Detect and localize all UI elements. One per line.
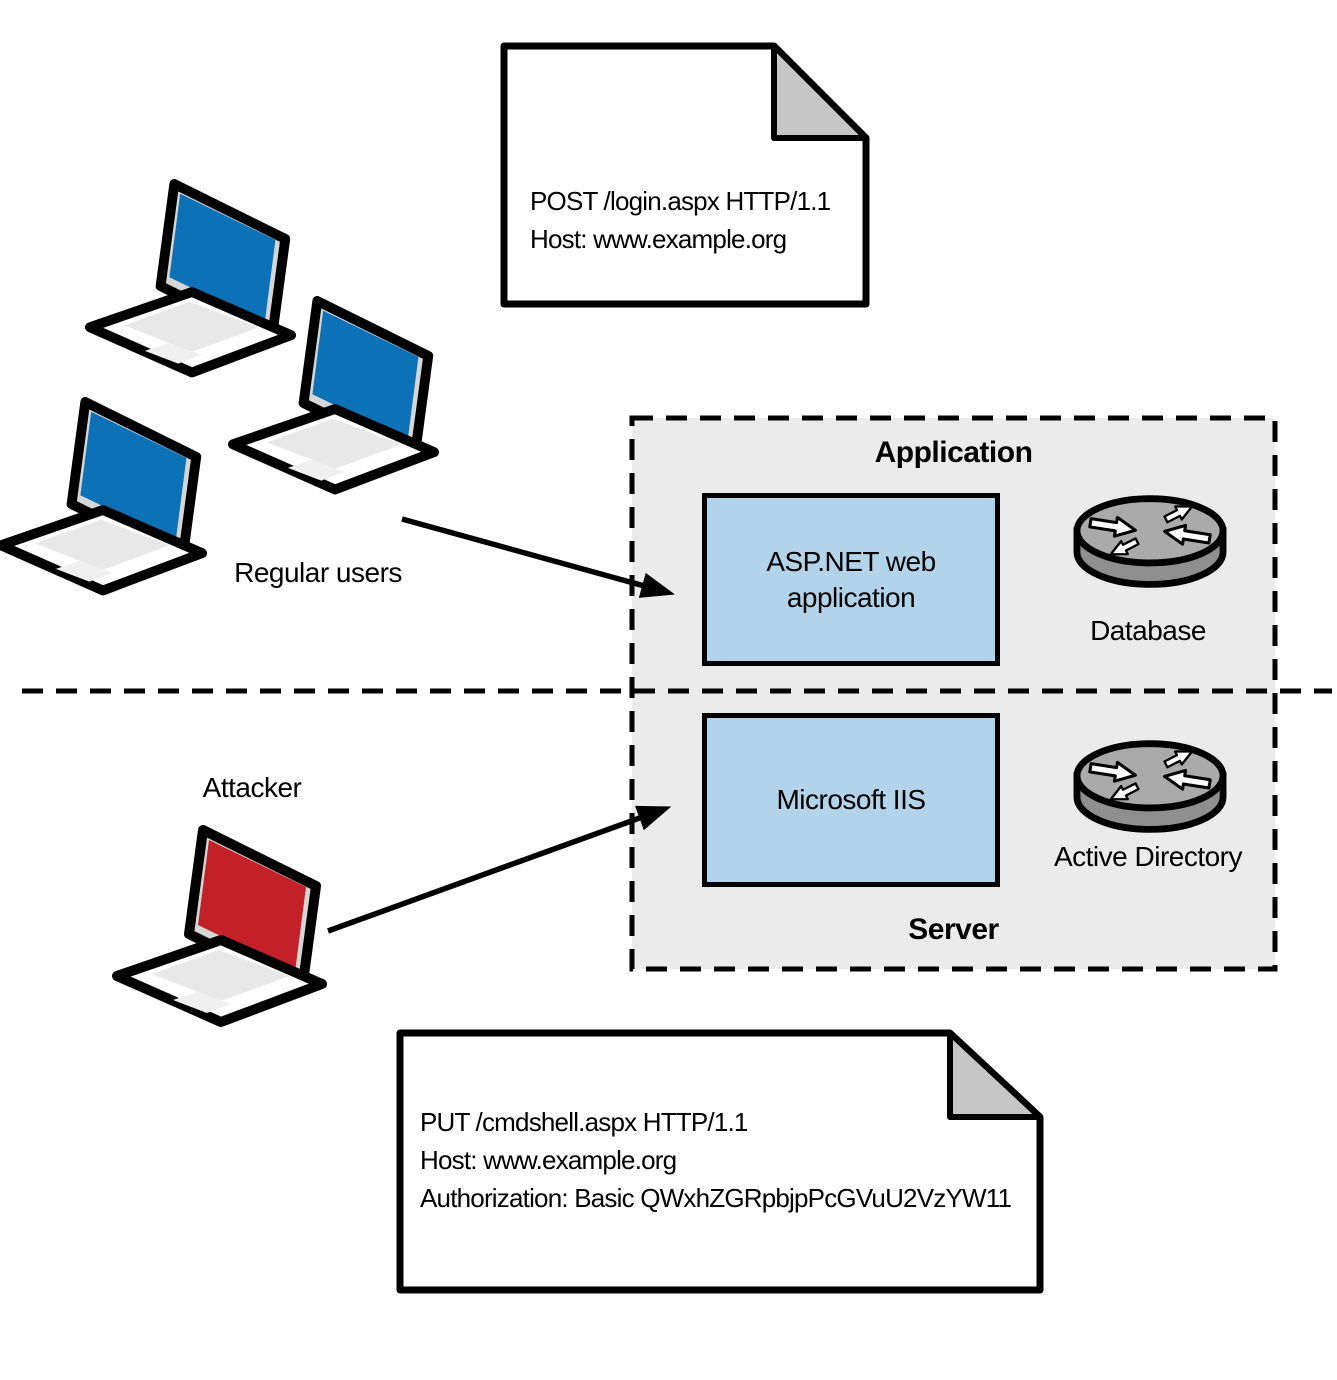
active-directory-label: Active Directory (1053, 841, 1243, 872)
regular-users-label: Regular users (234, 557, 402, 588)
attacker-request-text: PUT /cmdshell.aspx HTTP/1.1 Host: www.ex… (420, 1103, 1012, 1217)
laptop-icon-user-3 (1, 402, 202, 591)
microsoft-iis-box: Microsoft IIS (702, 713, 1000, 887)
server-section-label: Server (908, 913, 999, 946)
user-request-text: POST /login.aspx HTTP/1.1 Host: www.exam… (530, 182, 831, 258)
request-line: POST /login.aspx HTTP/1.1 (530, 186, 831, 216)
attacker-label: Attacker (202, 772, 302, 803)
authorization-line: Authorization: Basic QWxhZGRpbjpPcGVuU2V… (420, 1183, 1012, 1213)
document-icon (500, 42, 870, 308)
application-section-label: Application (874, 436, 1033, 469)
host-line: Host: www.example.org (530, 224, 787, 254)
router-icon-active-directory (1077, 744, 1223, 830)
note-user-request: POST /login.aspx HTTP/1.1 Host: www.exam… (500, 42, 870, 308)
arrow-users-to-application (401, 516, 675, 598)
note-attacker-request: PUT /cmdshell.aspx HTTP/1.1 Host: www.ex… (396, 1029, 1044, 1294)
aspnet-web-application-box: ASP.NET web application (702, 493, 1000, 666)
iis-box-label: Microsoft IIS (776, 784, 926, 815)
laptop-icon-user-1 (90, 184, 291, 373)
host-line: Host: www.example.org (420, 1145, 677, 1175)
aspnet-box-label: ASP.NET web application (766, 545, 936, 613)
router-icon-database (1077, 499, 1223, 585)
request-line: PUT /cmdshell.aspx HTTP/1.1 (420, 1107, 748, 1137)
arrow-attacker-to-iis (327, 805, 672, 934)
database-label: Database (1090, 615, 1206, 646)
document-icon (396, 1029, 1044, 1294)
laptop-icon-attacker (117, 830, 322, 1022)
